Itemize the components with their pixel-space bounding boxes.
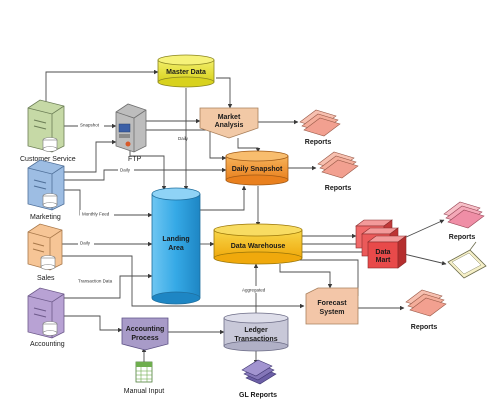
label-marketing: Marketing xyxy=(30,214,61,221)
label-sales: Sales xyxy=(37,275,55,282)
label-gl-reports: GL Reports xyxy=(239,392,277,399)
forecast-label-2: System xyxy=(320,309,345,316)
edge-cs-master xyxy=(45,69,159,104)
server-accounting[interactable] xyxy=(27,287,65,339)
server-marketing[interactable] xyxy=(27,159,65,211)
edge-forecast-dw xyxy=(287,257,359,296)
server-ftp[interactable] xyxy=(115,103,147,153)
data-mart-label-1: Data xyxy=(375,249,390,256)
accounting-process-label-1: Accounting xyxy=(126,326,165,333)
label-reports-3: Reports xyxy=(449,234,476,241)
edge-label-daily-marketing: Daily xyxy=(120,168,131,173)
edge-label-snapshot: Snapshot xyxy=(80,123,100,128)
edge-label-daily-ftp: Daily xyxy=(178,136,189,141)
reports-icon-2[interactable] xyxy=(317,151,359,179)
edge-ftp-snapshot xyxy=(146,129,227,161)
market-analysis-label-2: Analysis xyxy=(215,122,244,129)
reports-icon-4[interactable] xyxy=(405,289,447,317)
edge-master-market xyxy=(216,77,233,109)
node-data-mart[interactable]: Data Mart xyxy=(355,219,407,269)
edge-label-monthly-feed: Monthly Feed xyxy=(82,212,110,217)
forecast-label-1: Forecast xyxy=(317,300,347,307)
landing-area-label-1: Landing xyxy=(162,236,189,243)
tablet-icon[interactable] xyxy=(447,241,487,279)
edge-dw-forecast xyxy=(279,264,333,289)
label-ftp: FTP xyxy=(128,156,142,163)
server-customer-service[interactable] xyxy=(27,99,65,153)
ledger-label-2: Transactions xyxy=(234,336,277,343)
edge-landing-snapshot xyxy=(200,185,247,211)
market-analysis-label-1: Market xyxy=(218,114,241,121)
edge-accounting-landing xyxy=(64,273,153,299)
label-accounting: Accounting xyxy=(30,341,65,348)
edge-sales-forecast xyxy=(62,255,305,309)
node-landing-area[interactable]: Landing Area xyxy=(151,187,201,305)
landing-area-label-2: Area xyxy=(168,245,184,252)
edge-accounting-process xyxy=(64,315,123,333)
label-reports-2: Reports xyxy=(325,185,352,192)
label-customer-service: Customer Service xyxy=(20,156,76,163)
master-data-label: Master Data xyxy=(166,69,206,76)
node-accounting-process[interactable]: Accounting Process xyxy=(121,317,169,351)
node-market-analysis[interactable]: Market Analysis xyxy=(199,107,259,139)
edge-label-daily-sales: Daily xyxy=(80,241,91,246)
edge-label-transaction-data: Transaction Data xyxy=(78,279,113,284)
edge-market-snapshot xyxy=(237,138,261,153)
edge-mart-reports xyxy=(403,219,445,239)
edge-marketing-snapshot xyxy=(64,167,227,181)
edge-label-aggregated: Aggregated xyxy=(242,288,266,293)
label-reports-1: Reports xyxy=(305,139,332,146)
reports-icon-1[interactable] xyxy=(299,109,341,137)
spreadsheet-icon[interactable] xyxy=(135,361,153,383)
label-reports-4: Reports xyxy=(411,324,438,331)
accounting-process-label-2: Process xyxy=(131,335,158,342)
edge-marketing-landing xyxy=(64,189,153,218)
node-ledger-transactions[interactable]: Ledger Transactions xyxy=(223,312,289,352)
node-forecast-system[interactable]: Forecast System xyxy=(305,287,359,325)
data-warehouse-label: Data Warehouse xyxy=(231,243,286,250)
edge-marketing-ftp xyxy=(64,139,117,173)
server-sales[interactable] xyxy=(27,223,63,271)
ledger-label-1: Ledger xyxy=(244,327,268,334)
node-data-warehouse[interactable]: Data Warehouse xyxy=(213,223,303,265)
label-manual-input: Manual Input xyxy=(124,388,165,395)
reports-icon-3[interactable] xyxy=(443,201,485,229)
edge-labels: Snapshot Daily Monthly Feed Daily Transa… xyxy=(76,121,272,293)
node-daily-snapshot[interactable]: Daily Snapshot xyxy=(225,150,289,186)
gl-reports-icon[interactable] xyxy=(241,359,277,385)
daily-snapshot-label: Daily Snapshot xyxy=(232,166,283,173)
edge-mart-tool xyxy=(403,253,447,266)
data-mart-box-front xyxy=(367,235,407,269)
edge-ftp-landing xyxy=(129,148,167,191)
node-master-data[interactable]: Master Data xyxy=(157,54,215,88)
data-mart-label-2: Mart xyxy=(376,257,391,264)
